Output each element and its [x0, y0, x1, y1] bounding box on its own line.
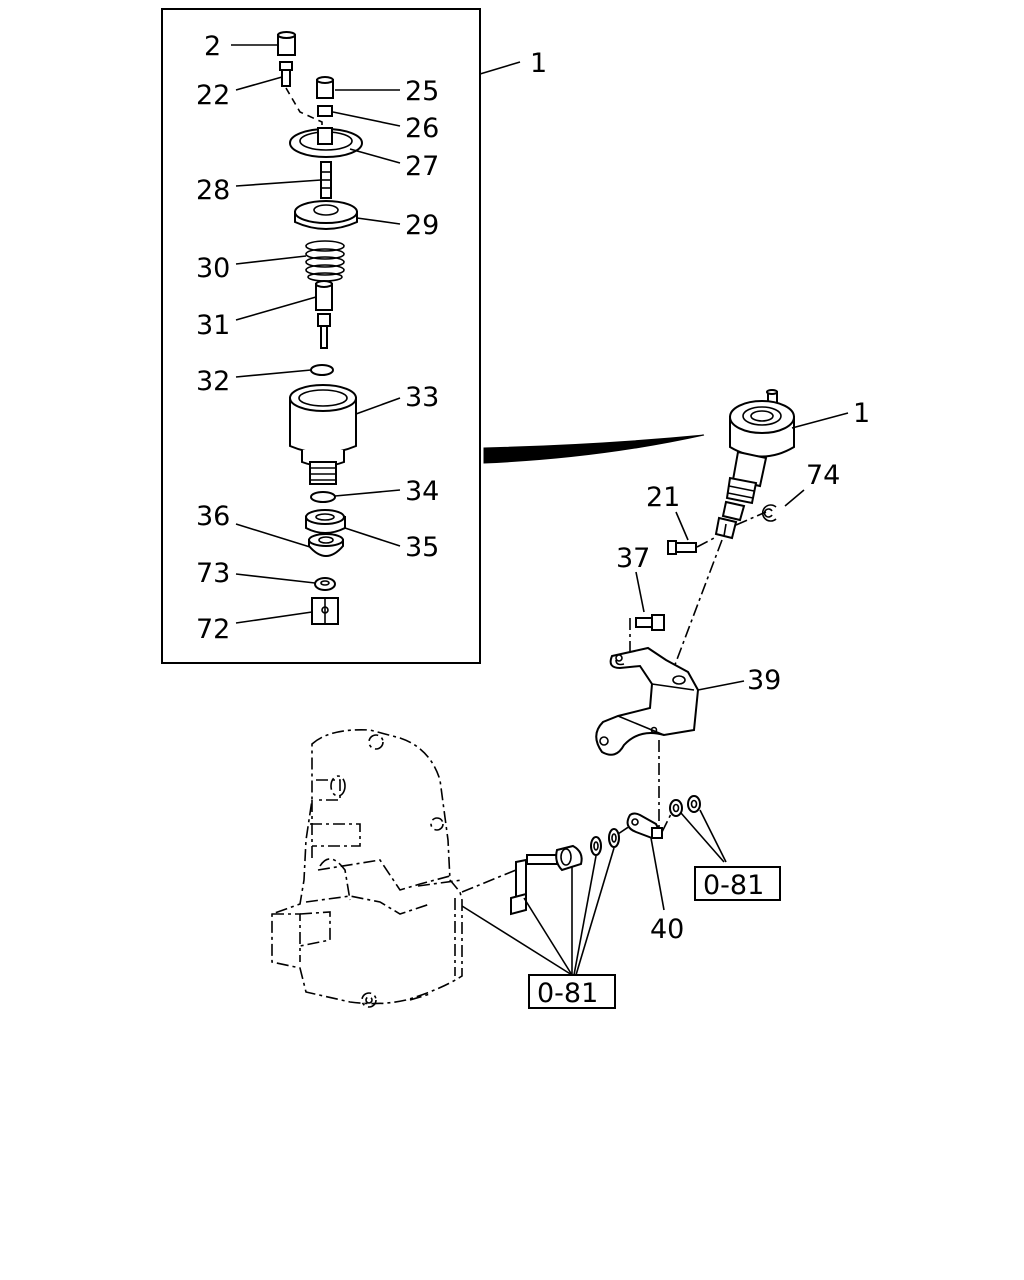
pump-housing	[271, 728, 463, 1008]
part-2-cap	[277, 31, 296, 56]
part-26-nut	[317, 105, 333, 117]
ref-label-right: 0-81	[703, 870, 764, 901]
callout-72: 72	[196, 614, 230, 645]
part-40-lever	[626, 812, 663, 840]
part-1-assembly	[714, 389, 795, 540]
callout-40: 40	[650, 914, 684, 945]
part-36-cone	[308, 533, 344, 557]
ref-label-bottom: 0-81	[537, 978, 598, 1009]
callout-2: 2	[204, 31, 221, 62]
ref-box-right	[694, 866, 781, 901]
part-29-cap	[294, 200, 358, 230]
part-27-plate	[289, 127, 363, 158]
inset-frame	[161, 8, 481, 664]
callout-1-main: 1	[853, 398, 870, 429]
callout-39: 39	[747, 665, 781, 696]
right-washers	[669, 795, 701, 817]
callout-30: 30	[196, 253, 230, 284]
part-21-pin	[667, 540, 697, 555]
shaft-parts	[510, 828, 620, 916]
callout-31: 31	[196, 310, 230, 341]
part-39-bracket	[595, 646, 700, 756]
callout-73: 73	[196, 558, 230, 589]
part-72-block	[311, 597, 339, 625]
inset-pointer	[483, 434, 705, 464]
part-25-sleeve	[316, 76, 334, 99]
part-37-bolt	[635, 614, 665, 631]
part-32-ring	[310, 364, 334, 376]
callout-29: 29	[405, 210, 439, 241]
callout-34: 34	[405, 476, 439, 507]
part-73-nut	[314, 577, 336, 591]
part-35-nut	[305, 509, 346, 534]
callout-28: 28	[196, 175, 230, 206]
callout-37: 37	[616, 543, 650, 574]
part-31-seat	[315, 280, 333, 349]
part-28-screw	[320, 161, 332, 199]
callout-22: 22	[196, 80, 230, 111]
part-34-oring	[310, 491, 336, 503]
callout-21: 21	[646, 482, 680, 513]
part-30-spring	[305, 240, 345, 282]
ref-box-bottom	[528, 974, 616, 1009]
part-33-body	[289, 384, 357, 485]
callout-32: 32	[196, 366, 230, 397]
callout-35: 35	[405, 532, 439, 563]
callout-25: 25	[405, 76, 439, 107]
callout-33: 33	[405, 382, 439, 413]
callout-1-inset: 1	[530, 48, 547, 79]
callout-74: 74	[806, 460, 840, 491]
callout-27: 27	[405, 151, 439, 182]
part-22-pin	[279, 61, 293, 87]
callout-36: 36	[196, 501, 230, 532]
callout-26: 26	[405, 113, 439, 144]
